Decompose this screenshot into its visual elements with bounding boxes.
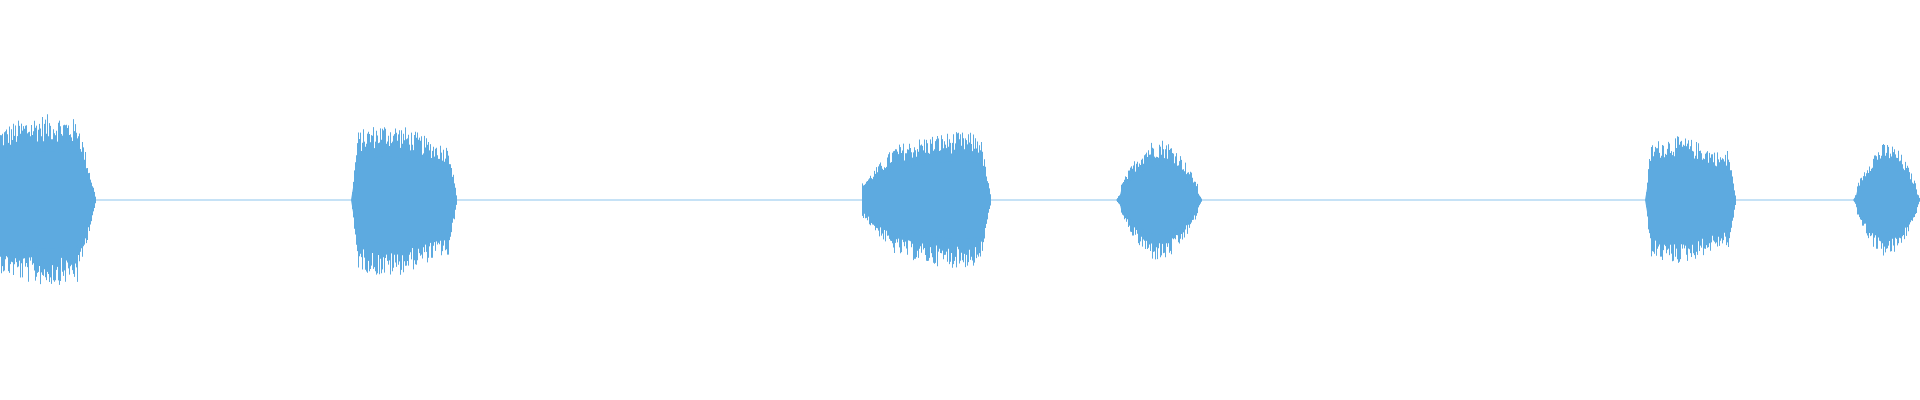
waveform-core	[862, 161, 991, 239]
waveform-core	[0, 151, 96, 249]
waveform-burst-2	[351, 127, 457, 275]
waveform-core	[351, 156, 457, 244]
waveform-core	[1853, 167, 1920, 233]
waveform-burst-5	[1645, 136, 1736, 263]
waveform-burst-6	[1853, 144, 1920, 256]
waveform-core	[1645, 164, 1736, 236]
waveform-burst-1	[0, 114, 96, 285]
waveform-bursts	[0, 114, 1920, 285]
waveform-core	[1116, 165, 1202, 235]
waveform-burst-4	[1116, 140, 1202, 260]
waveform-burst-3	[862, 132, 991, 268]
